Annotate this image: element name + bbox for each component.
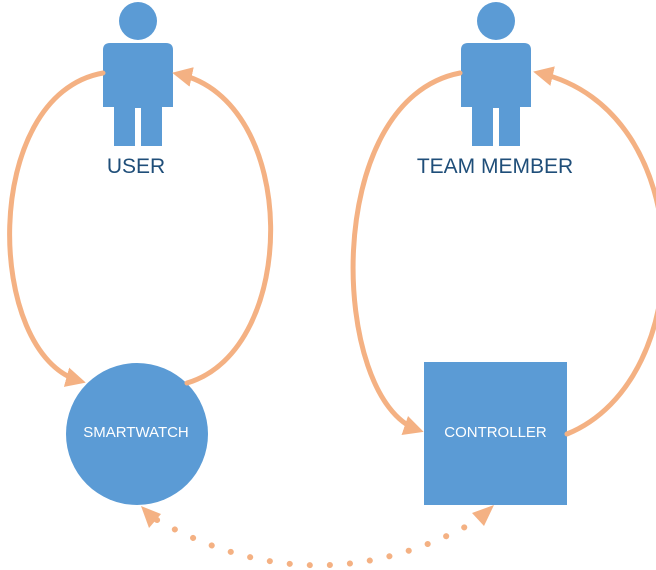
dotted-link-smartwatch-controller	[154, 517, 479, 569]
dotted-link-arrowhead-controller	[472, 505, 494, 526]
arrow-controller-to-team-member	[533, 66, 656, 437]
dotted-link-arrowhead-smartwatch	[141, 506, 161, 528]
smartwatch-label: SMARTWATCH	[83, 424, 189, 441]
controller-label: CONTROLLER	[444, 424, 547, 441]
smartwatch-node	[66, 363, 208, 505]
arrow-user-to-smartwatch	[7, 70, 106, 387]
user-label: USER	[106, 155, 166, 178]
arrow-smartwatch-to-user	[172, 67, 274, 386]
user-person-icon	[103, 2, 173, 146]
arrow-team-member-to-controller	[350, 70, 463, 435]
team-member-label: TEAM MEMBER	[416, 155, 574, 178]
controller-node	[424, 362, 567, 505]
team-member-person-icon	[461, 2, 531, 146]
